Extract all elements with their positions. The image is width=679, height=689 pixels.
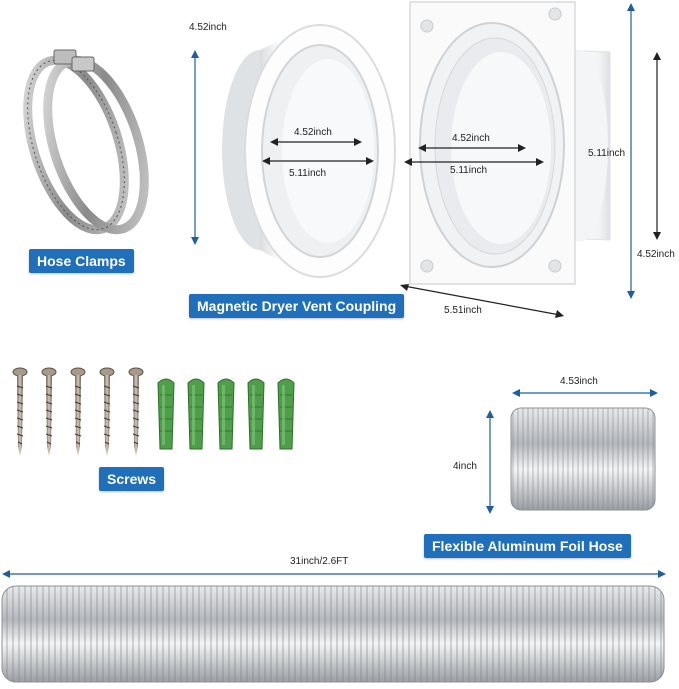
plate-inner-arrow: [418, 144, 526, 152]
coupling-badge: Magnetic Dryer Vent Coupling: [189, 294, 405, 318]
left-ring-height-arrow: [191, 50, 199, 245]
long-foil-hose-image: [1, 585, 665, 683]
hose-clamps-badge: Hose Clamps: [29, 249, 134, 273]
plate-flange-arrow: [653, 52, 661, 240]
foil-hose-badge: Flexible Aluminum Foil Hose: [424, 534, 631, 558]
left-ring-outer-label: 5.11inch: [289, 168, 327, 179]
short-hose-width-label: 4.53inch: [560, 376, 598, 387]
left-ring-inner-arrow: [270, 138, 362, 146]
hose-clamps-image: [23, 49, 149, 235]
plate-height-label: 5.11inch: [588, 148, 626, 159]
plate-inner-label: 4.52inch: [452, 133, 490, 144]
screws-badge: Screws: [99, 467, 165, 491]
long-hose-length-arrow: [2, 570, 666, 578]
coupling-plate-image: [409, 1, 611, 285]
plate-height-arrow: [627, 3, 635, 299]
short-hose-height-arrow: [486, 410, 494, 514]
screws-image: [12, 367, 144, 457]
plate-outer-arrow: [404, 158, 544, 166]
short-foil-hose-image: [510, 407, 656, 511]
long-hose-length-label: 31inch/2.6FT: [290, 556, 349, 567]
left-ring-outer-arrow: [262, 157, 374, 165]
left-ring-height-label: 4.52inch: [189, 22, 227, 33]
plate-outer-label: 5.11inch: [450, 165, 488, 176]
short-hose-height-label: 4inch: [453, 461, 477, 472]
short-hose-width-arrow: [512, 389, 658, 397]
plate-flange-label: 4.52inch: [637, 249, 675, 260]
plate-width-label: 5.51inch: [444, 305, 482, 316]
wall-anchors-image: [157, 378, 295, 450]
coupling-ring-image: [222, 24, 396, 278]
plate-width-arrow: [400, 284, 564, 318]
left-ring-inner-label: 4.52inch: [294, 127, 332, 138]
